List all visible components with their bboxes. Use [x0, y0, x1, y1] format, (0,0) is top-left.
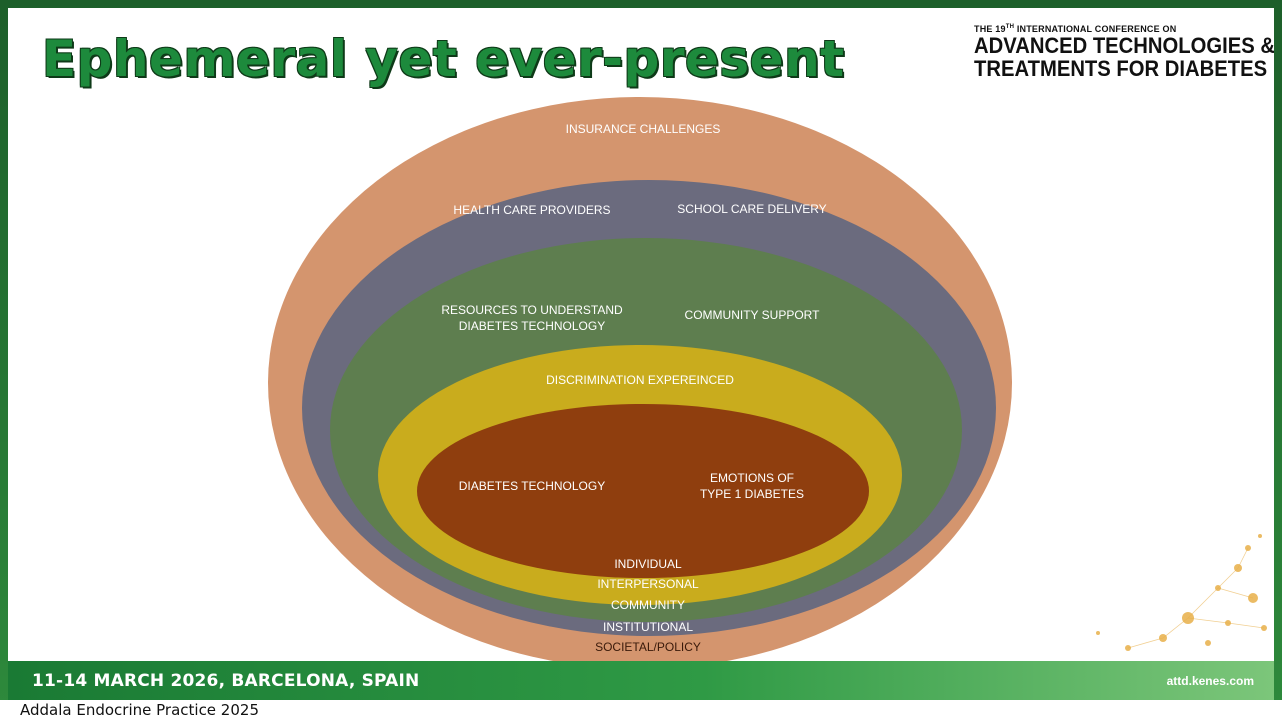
footer-banner: 11-14 MARCH 2026, BARCELONA, SPAIN attd.…	[8, 661, 1274, 700]
label-community-support: COMMUNITY SUPPORT	[685, 308, 821, 322]
label-health-care-providers: HEALTH CARE PROVIDERS	[453, 203, 610, 217]
caption-text: Addala Endocrine Practice 2025	[20, 701, 259, 719]
event-dates: 11-14 MARCH 2026, BARCELONA, SPAIN	[32, 671, 420, 691]
label-school-care-delivery: SCHOOL CARE DELIVERY	[677, 202, 826, 216]
conference-name-line2: TREATMENTS FOR DIABETES	[974, 56, 1268, 81]
caption-bar: Addala Endocrine Practice 2025	[0, 700, 1282, 720]
label-emotions-line1: EMOTIONS OF	[710, 471, 794, 485]
slide: Ephemeral yet ever-present THE 19TH INTE…	[8, 8, 1274, 700]
conference-name-line1: ADVANCED TECHNOLOGIES &	[974, 33, 1274, 58]
socio-ecological-diagram: INSURANCE CHALLENGES HEALTH CARE PROVIDE…	[268, 97, 1012, 669]
label-resources-line1: RESOURCES TO UNDERSTAND	[441, 303, 623, 317]
layer-individual	[417, 404, 869, 578]
website-link[interactable]: attd.kenes.com	[1166, 674, 1254, 688]
layer-name-community: COMMUNITY	[611, 598, 685, 612]
decorative-network-dots	[1096, 534, 1267, 651]
slide-title: Ephemeral yet ever-present	[42, 30, 845, 88]
label-diabetes-technology: DIABETES TECHNOLOGY	[459, 479, 605, 493]
label-insurance-challenges: INSURANCE CHALLENGES	[566, 122, 721, 136]
layer-name-interpersonal: INTERPERSONAL	[597, 577, 699, 591]
layer-name-societal: SOCIETAL/POLICY	[595, 640, 701, 654]
label-emotions-line2: TYPE 1 DIABETES	[700, 487, 804, 501]
layer-name-individual: INDIVIDUAL	[614, 557, 682, 571]
conference-subtitle: THE 19TH INTERNATIONAL CONFERENCE ON	[974, 24, 1177, 34]
label-resources-line2: DIABETES TECHNOLOGY	[459, 319, 605, 333]
label-discrimination: DISCRIMINATION EXPEREINCED	[546, 373, 734, 387]
layer-name-institutional: INSTITUTIONAL	[603, 620, 693, 634]
conference-logo: THE 19TH INTERNATIONAL CONFERENCE ON ADV…	[974, 24, 1274, 80]
